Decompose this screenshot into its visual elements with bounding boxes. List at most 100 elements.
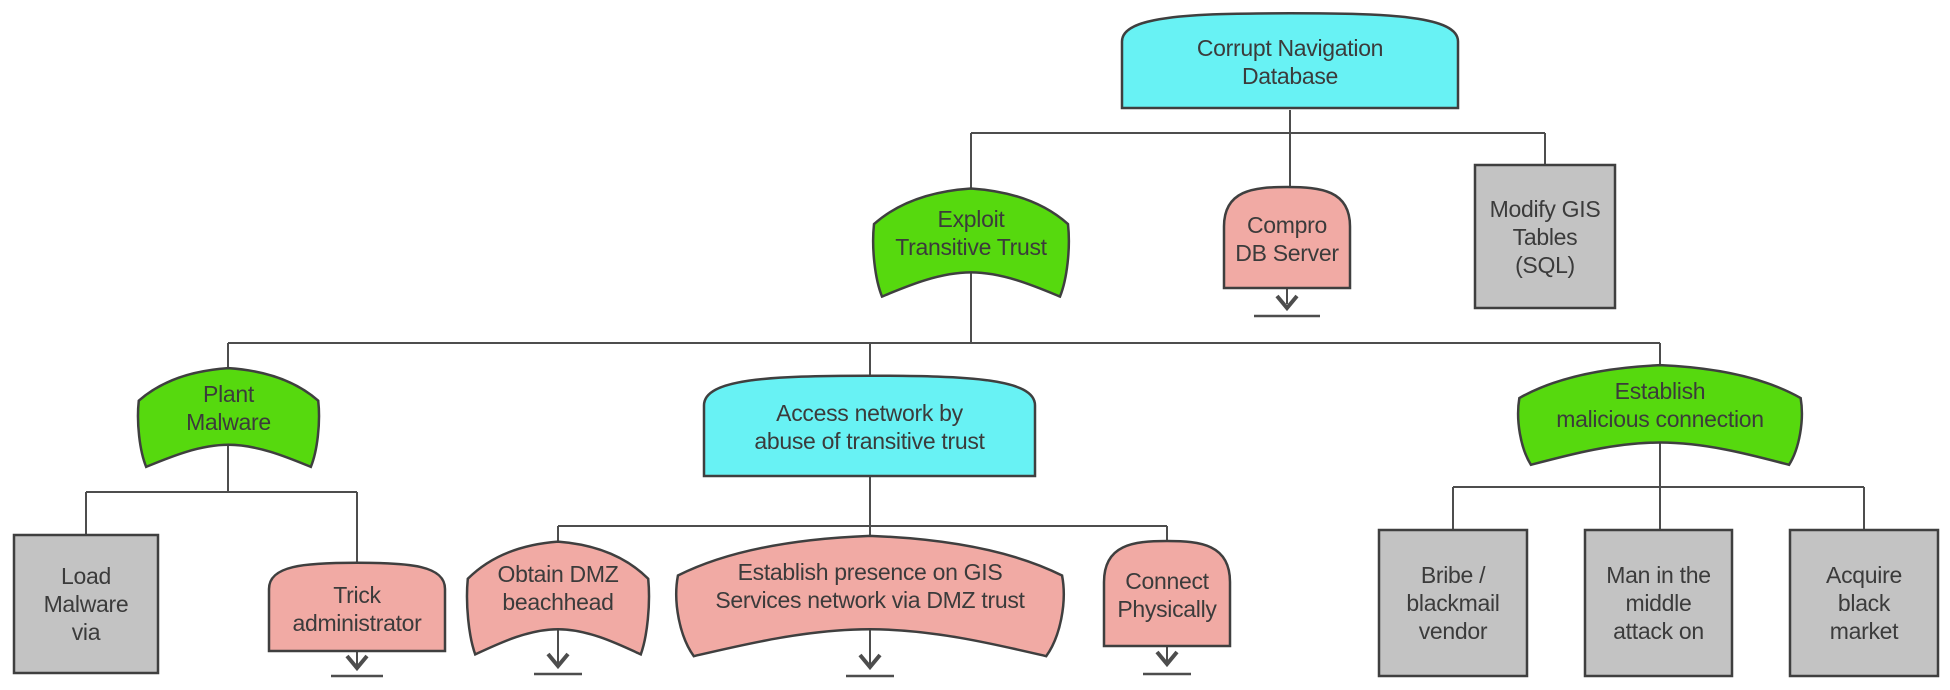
- node-modify-gis-tables-sql: Modify GIS Tables (SQL): [1473, 163, 1617, 310]
- node-load-malware-via: Load Malware via: [12, 533, 160, 675]
- node-shape: [1473, 163, 1617, 310]
- node-shape: [1222, 185, 1352, 290]
- continuation-arrow-trick-admin: [331, 650, 383, 678]
- label-line: blackmail: [1406, 590, 1500, 616]
- node-bribe-blackmail-vendor: Bribe / blackmail vendor: [1377, 528, 1529, 678]
- node-label: Access network by abuse of transitive tr…: [702, 391, 1037, 455]
- node-label: Modify GIS Tables (SQL): [1473, 195, 1617, 279]
- node-trick-administrator: Trick administrator: [267, 556, 447, 653]
- node-shape: [267, 561, 447, 653]
- label-line: Malware: [43, 591, 129, 617]
- rect-shape: [12, 533, 160, 675]
- node-obtain-dmz-beachhead: Obtain DMZ beachhead: [465, 538, 651, 658]
- label-line: vendor: [1418, 618, 1488, 644]
- label-line: (SQL): [1515, 251, 1575, 278]
- node-label: Bribe / blackmail vendor: [1377, 561, 1529, 645]
- label-line: Malware: [186, 408, 271, 435]
- node-label: Man in the middle attack on: [1583, 561, 1734, 645]
- or-gate-shape: [465, 540, 651, 657]
- node-label: Obtain DMZ beachhead: [465, 560, 651, 636]
- node-man-in-the-middle-attack: Man in the middle attack on: [1583, 528, 1734, 678]
- label-line: Access network by: [776, 400, 963, 426]
- rect-shape: [1788, 528, 1940, 678]
- node-label: Plant Malware: [136, 380, 321, 456]
- node-compro-db-server: Compro DB Server: [1222, 184, 1352, 290]
- label-line: Establish presence on GIS: [737, 559, 1003, 585]
- or-gate-shape: [871, 187, 1071, 299]
- arch-shape: [702, 374, 1037, 478]
- node-acquire-black-market: Acquire black market: [1788, 528, 1940, 678]
- node-label: Compro DB Server: [1222, 207, 1352, 267]
- label-line: administrator: [292, 609, 422, 636]
- node-shape: [1516, 363, 1804, 467]
- node-shape: [1788, 528, 1940, 678]
- node-establish-presence-dmz-trust: Establish presence on GIS Services netwo…: [672, 532, 1068, 660]
- node-shape: [871, 187, 1071, 299]
- label-line: Trick: [333, 581, 381, 608]
- node-label: Acquire black market: [1788, 561, 1940, 645]
- arch-shape: [267, 561, 447, 653]
- node-shape: [465, 540, 651, 657]
- label-line: Plant: [203, 380, 254, 407]
- label-line: Connect: [1125, 568, 1209, 594]
- or-gate-shape: [675, 534, 1065, 658]
- node-establish-malicious-connection: Establish malicious connection: [1515, 362, 1805, 468]
- continuation-arrow-establish-presence: [846, 630, 894, 678]
- node-label: Trick administrator: [267, 573, 447, 637]
- label-line: Modify GIS: [1489, 195, 1601, 222]
- label-line: attack on: [1613, 618, 1704, 644]
- continuation-arrows: [331, 286, 1320, 678]
- or-gate-shape: [1516, 363, 1804, 467]
- node-shape: [12, 533, 160, 675]
- continuation-arrow-connect-physically: [1143, 644, 1191, 676]
- label-line: Compro: [1246, 212, 1327, 238]
- node-shape: [136, 366, 321, 469]
- label-line: DB Server: [1235, 240, 1339, 266]
- continuation-arrow-obtain-dmz: [534, 628, 582, 676]
- label-line: Database: [1241, 63, 1339, 89]
- label-line: Transitive Trust: [895, 233, 1047, 260]
- node-shape: [1102, 539, 1232, 648]
- label-line: Obtain DMZ: [497, 561, 619, 587]
- label-line: abuse of transitive trust: [754, 428, 985, 454]
- arch-shape: [1120, 12, 1460, 110]
- node-corrupt-navigation-database: Corrupt Navigation Database: [1120, 6, 1460, 110]
- and-gate-shape: [1222, 185, 1352, 290]
- tree-edges: [85, 110, 1865, 564]
- node-shape: [1583, 528, 1734, 678]
- label-line: Exploit: [937, 205, 1005, 232]
- label-line: Establish: [1614, 378, 1706, 404]
- label-line: Corrupt Navigation: [1196, 35, 1384, 61]
- label-line: Acquire: [1826, 562, 1902, 588]
- node-connect-physically: Connect Physically: [1102, 538, 1232, 648]
- node-exploit-transitive-trust: Exploit Transitive Trust: [871, 185, 1071, 300]
- continuation-arrow-compro-db: [1254, 286, 1320, 318]
- node-label: Establish malicious connection: [1515, 377, 1805, 453]
- label-line: beachhead: [502, 589, 614, 615]
- label-line: black: [1837, 590, 1891, 616]
- label-line: via: [71, 619, 101, 645]
- node-shape: [675, 534, 1065, 658]
- label-line: malicious connection: [1556, 406, 1764, 432]
- label-line: Load: [61, 563, 111, 589]
- or-gate-shape: [136, 366, 321, 469]
- label-line: Services network via DMZ trust: [715, 587, 1025, 613]
- node-shape: [1377, 528, 1529, 678]
- node-label: Load Malware via: [12, 562, 160, 646]
- label-line: market: [1829, 618, 1899, 644]
- rect-shape: [1583, 528, 1734, 678]
- label-line: Physically: [1117, 596, 1217, 622]
- node-label: Establish presence on GIS Services netwo…: [672, 558, 1068, 634]
- node-shape: [702, 374, 1037, 478]
- node-label: Exploit Transitive Trust: [871, 205, 1071, 281]
- node-label: Connect Physically: [1102, 563, 1232, 623]
- label-line: Bribe /: [1420, 562, 1486, 588]
- node-shape: [1120, 12, 1460, 110]
- label-line: middle: [1625, 590, 1692, 616]
- label-line: Tables: [1512, 223, 1578, 250]
- node-access-network-transitive-trust: Access network by abuse of transitive tr…: [702, 368, 1037, 478]
- node-label: Corrupt Navigation Database: [1120, 26, 1460, 90]
- node-plant-malware: Plant Malware: [136, 365, 321, 470]
